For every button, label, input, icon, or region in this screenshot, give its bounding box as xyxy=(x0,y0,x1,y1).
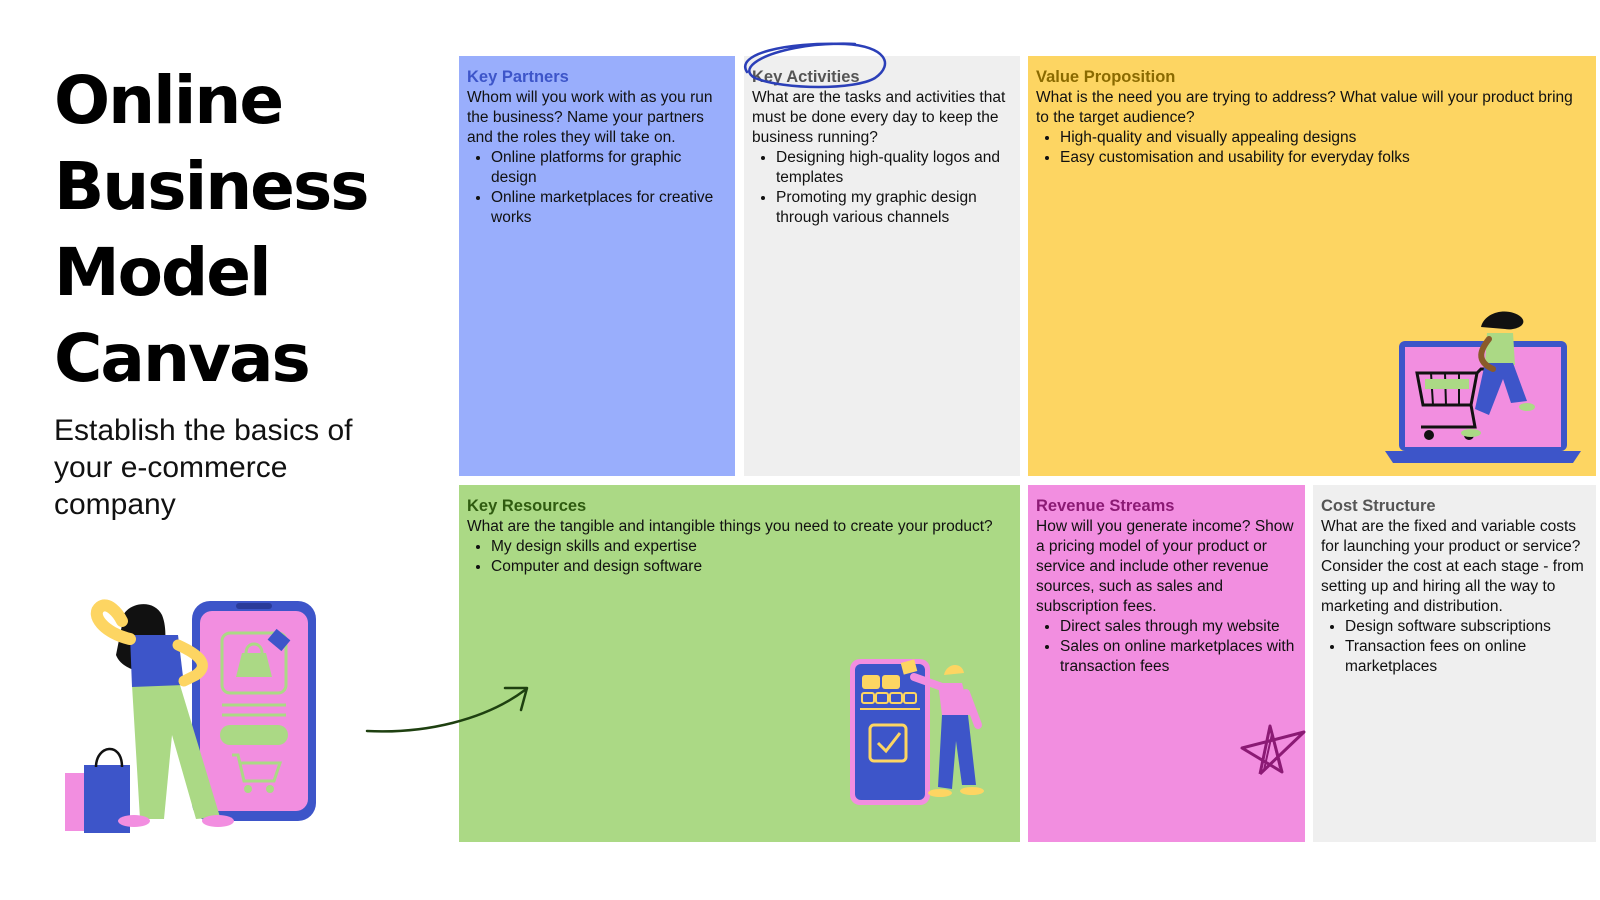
value-proposition-heading: Value Proposition xyxy=(1036,68,1176,86)
cost-structure-question: What are the fixed and variable costs fo… xyxy=(1321,518,1584,615)
key-resources-heading: Key Resources xyxy=(467,497,587,515)
value-proposition-list: High-quality and visually appealing desi… xyxy=(1036,128,1588,168)
revenue-streams-section: Revenue Streams How will you generate in… xyxy=(1028,485,1305,842)
phone-vending-illustration xyxy=(850,659,984,805)
list-item: My design skills and expertise xyxy=(491,537,1012,557)
key-resources-list: My design skills and expertise Computer … xyxy=(467,537,1012,577)
cost-structure-section: Cost Structure What are the fixed and va… xyxy=(1313,485,1596,842)
cost-structure-list: Design software subscriptions Transactio… xyxy=(1321,617,1588,677)
key-activities-list: Designing high-quality logos and templat… xyxy=(752,148,1012,228)
star-doodle-icon xyxy=(1240,724,1306,776)
key-resources-question: What are the tangible and intangible thi… xyxy=(467,518,993,535)
title-line: Online xyxy=(54,62,284,139)
circle-highlight-doodle xyxy=(744,42,887,89)
key-activities-heading: Key Activities xyxy=(752,68,860,86)
shopper-with-phone-illustration xyxy=(65,599,316,833)
laptop-shopping-cart-illustration xyxy=(1385,311,1581,463)
cost-structure-heading: Cost Structure xyxy=(1321,497,1436,515)
key-activities-section: Key Activities What are the tasks and ac… xyxy=(744,56,1020,476)
list-item: Design software subscriptions xyxy=(1345,617,1588,637)
curved-arrow-icon xyxy=(365,686,529,733)
title-line: Canvas xyxy=(54,320,311,397)
list-item: Computer and design software xyxy=(491,557,1012,577)
list-item: Easy customisation and usability for eve… xyxy=(1060,148,1588,168)
title-line: Model xyxy=(54,234,272,311)
revenue-streams-heading: Revenue Streams xyxy=(1036,497,1175,515)
list-item: Designing high-quality logos and templat… xyxy=(776,148,1012,188)
key-partners-list: Online platforms for graphic design Onli… xyxy=(467,148,727,228)
title-line: Business xyxy=(54,148,370,225)
list-item: Direct sales through my website xyxy=(1060,617,1297,637)
value-proposition-question: What is the need you are trying to addre… xyxy=(1036,89,1573,126)
key-partners-heading: Key Partners xyxy=(467,68,569,86)
list-item: Transaction fees on online marketplaces xyxy=(1345,637,1588,677)
page-title: Online Business Model Canvas xyxy=(54,58,414,402)
revenue-streams-list: Direct sales through my website Sales on… xyxy=(1036,617,1297,677)
list-item: High-quality and visually appealing desi… xyxy=(1060,128,1588,148)
key-activities-question: What are the tasks and activities that m… xyxy=(752,89,1006,146)
key-partners-question: Whom will you work with as you run the b… xyxy=(467,89,713,146)
list-item: Promoting my graphic design through vari… xyxy=(776,188,1012,228)
list-item: Online platforms for graphic design xyxy=(491,148,727,188)
list-item: Online marketplaces for creative works xyxy=(491,188,727,228)
key-partners-section: Key Partners Whom will you work with as … xyxy=(459,56,735,476)
revenue-streams-question: How will you generate income? Show a pri… xyxy=(1036,518,1294,615)
page-subtitle: Establish the basics of your e-commerce … xyxy=(54,414,353,521)
list-item: Sales on online marketplaces with transa… xyxy=(1060,637,1297,677)
